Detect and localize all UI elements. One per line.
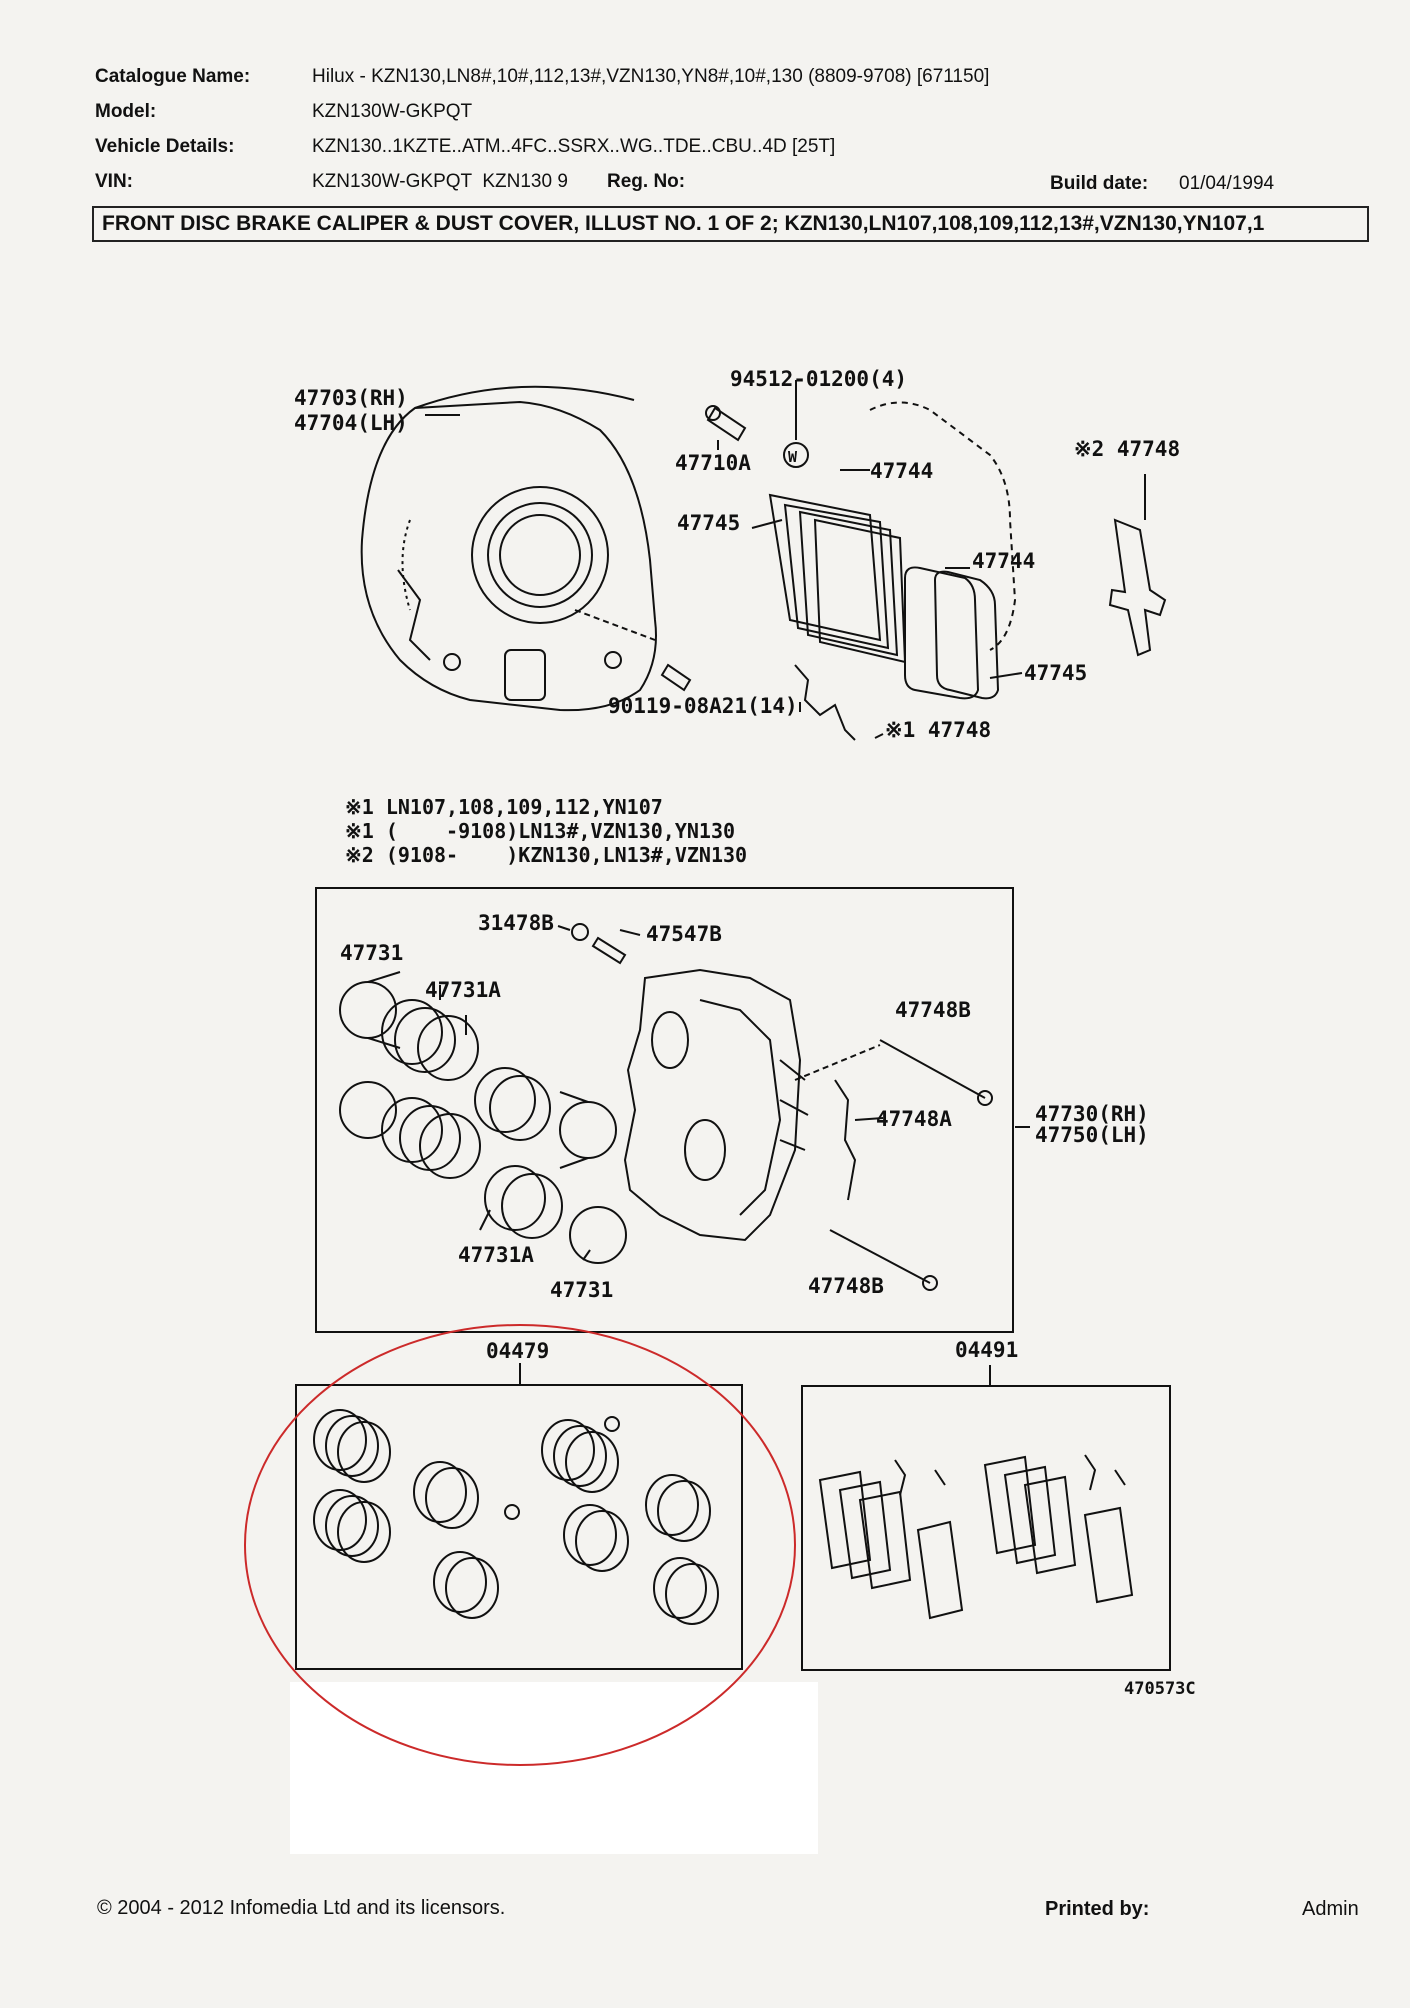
catalogue-value: Hilux - KZN130,LN8#,10#,112,13#,VZN130,Y… — [312, 66, 990, 87]
note-line-1: ※1 LN107,108,109,112,YN107 — [345, 795, 663, 819]
printed-by-value: Admin — [1302, 1898, 1359, 1920]
seal-kit-drawing — [313, 1409, 719, 1625]
part-label-04491: 04491 — [955, 1338, 1018, 1362]
part-label-47744-mid: 47744 — [972, 549, 1035, 573]
part-label-47731-top: 47731 — [340, 941, 403, 965]
pin-47748b-bottom-drawing — [829, 1229, 931, 1284]
pad-kit-drawing — [818, 1454, 1134, 1620]
vehicle-details-label: Vehicle Details: — [95, 136, 235, 157]
caliper-outline-dashed — [869, 401, 1017, 651]
note-line-3: ※2 (9108- )KZN130,LN13#,VZN130 — [345, 843, 747, 867]
part-label-47748a: 47748A — [876, 1107, 952, 1131]
dust-cover-drawing — [360, 385, 657, 712]
printed-by-label: Printed by: — [1045, 1898, 1150, 1920]
brake-pads-right-drawing — [904, 566, 1000, 700]
part-label-47748b-bottom: 47748B — [808, 1274, 884, 1298]
part-label-94512: 94512-01200(4) — [730, 367, 907, 391]
bleeder-screw-drawing — [571, 923, 627, 965]
pin-47748b-top-drawing — [879, 1039, 986, 1099]
note-line-2: ※1 ( -9108)LN13#,VZN130,YN130 — [345, 819, 735, 843]
part-label-04479: 04479 — [486, 1339, 549, 1363]
part-label-47748b-top: 47748B — [895, 998, 971, 1022]
pistons-drawing — [339, 971, 627, 1264]
build-date-value: 01/04/1994 — [1179, 173, 1275, 194]
highlight-circle — [244, 1324, 796, 1766]
part-label-47704: 47704(LH) — [294, 411, 408, 435]
bolt-47710a-drawing — [705, 405, 747, 442]
illustration-number: 470573C — [1124, 1679, 1196, 1699]
part-label-47750: 47750(LH) — [1035, 1123, 1149, 1147]
part-label-47710a: 47710A — [675, 451, 751, 475]
part-label-47703: 47703(RH) — [294, 386, 408, 410]
washer-w-mark: W — [788, 448, 798, 466]
clip-47748a-drawing — [834, 1079, 857, 1201]
part-label-47547b: 47547B — [646, 922, 722, 946]
pad-clip-drawing — [794, 664, 856, 741]
copyright-text: © 2004 - 2012 Infomedia Ltd and its lice… — [97, 1897, 506, 1919]
part-label-47731-bottom: 47731 — [550, 1278, 613, 1302]
part-label-47731a-bottom: 47731A — [458, 1243, 534, 1267]
piston-seals-drawing — [381, 999, 563, 1239]
illustration-title: FRONT DISC BRAKE CALIPER & DUST COVER, I… — [92, 206, 1369, 242]
brake-pads-top-drawing — [768, 493, 907, 664]
vehicle-details-value: KZN130..1KZTE..ATM..4FC..SSRX..WG..TDE..… — [312, 136, 836, 157]
catalogue-label: Catalogue Name: — [95, 66, 251, 87]
bolt-90119-drawing — [660, 663, 692, 692]
part-label-47748-note1: ※1 47748 — [885, 718, 991, 742]
vin-value: KZN130W-GKPQT KZN130 9 — [312, 171, 568, 192]
vin-label: VIN: — [95, 171, 133, 192]
build-date-label: Build date: — [1050, 173, 1149, 194]
leader-lines — [425, 380, 1146, 1386]
part-label-31478b: 31478B — [478, 911, 554, 935]
model-value: KZN130W-GKPQT — [312, 101, 473, 122]
part-label-47731a-top: 47731A — [425, 978, 501, 1002]
caliper-body-drawing — [623, 968, 809, 1242]
anti-rattle-spring-drawing — [1108, 518, 1167, 657]
model-label: Model: — [95, 101, 157, 122]
blank-patch — [290, 1682, 818, 1854]
caliper-assembly-box — [315, 887, 1014, 1333]
reg-no-label: Reg. No: — [607, 171, 686, 192]
part-label-47748-note2: ※2 47748 — [1074, 437, 1180, 461]
kit-04491-box — [801, 1385, 1171, 1671]
part-label-47745-top: 47745 — [677, 511, 740, 535]
part-label-47744-top: 47744 — [870, 459, 933, 483]
part-label-47745-right: 47745 — [1024, 661, 1087, 685]
part-label-47730: 47730(RH) — [1035, 1102, 1149, 1126]
part-label-90119: 90119-08A21(14) — [608, 694, 798, 718]
